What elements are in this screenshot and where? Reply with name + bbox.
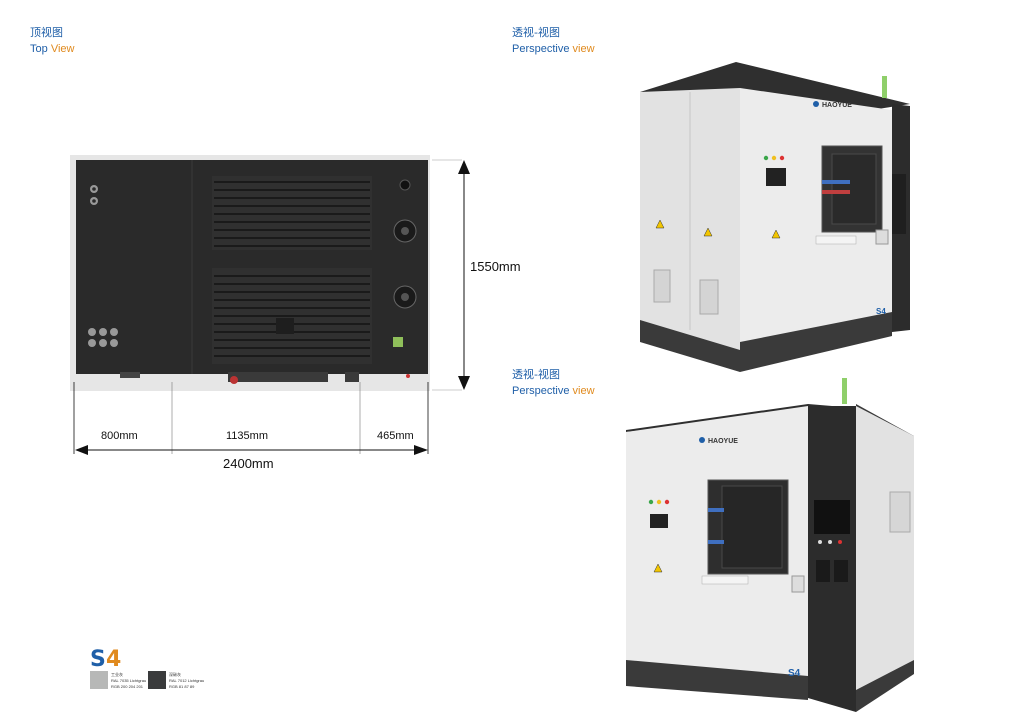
connector-circles [88, 328, 118, 347]
model-logo: S 4 [90, 647, 121, 672]
svg-text:S4: S4 [876, 307, 886, 316]
swatch-dark-label: 深碳灰 RAL 7012 Lichtgrau RGB 81 87 89 [169, 672, 204, 690]
perspective-1-title-cn: 透视-视图 [512, 26, 560, 39]
perspective-2-title-cn: 透视-视图 [512, 368, 560, 381]
dimension-seg1: 800mm [101, 430, 138, 442]
top-view-caption: 顶视图 Top View [30, 26, 74, 56]
swatch-light-rgb: RGB 200 204 201 [111, 684, 144, 689]
perspective-2-title-en-a: Perspective [512, 385, 570, 397]
color-swatch-light [90, 671, 108, 689]
perspective-1-title-en-a: Perspective [512, 43, 570, 55]
swatch-light-ral: RAL 7035 Lichtgrau [111, 678, 147, 683]
perspective-1-title-en-b: view [572, 43, 595, 55]
dimension-total: 2400mm [223, 456, 274, 471]
perspective-2-title-en-b: view [572, 385, 595, 397]
swatch-light-name: 工业灰 [111, 672, 123, 677]
perspective-1-machine: HAOYUE S4 [640, 62, 910, 372]
vent-grid [212, 176, 372, 364]
svg-text:4: 4 [106, 647, 121, 672]
swatch-light-label: 工业灰 RAL 7035 Lichtgrau RGB 200 204 201 [111, 672, 146, 690]
brand-logo-2: HAOYUE [708, 438, 738, 445]
perspective-2-title-en: Perspective view [512, 385, 595, 397]
dimension-lines [73, 159, 470, 455]
top-view-title-cn: 顶视图 [30, 26, 63, 39]
brand-logo-1: HAOYUE [822, 102, 852, 109]
perspective-2-caption: 透视-视图 Perspective view [512, 368, 595, 398]
perspective-2-machine: HAOYUE S4 [626, 378, 914, 712]
dimension-seg2: 1135mm [226, 430, 268, 442]
svg-text:S: S [90, 647, 106, 672]
svg-text:S4: S4 [788, 668, 801, 679]
swatch-dark-name: 深碳灰 [169, 672, 181, 677]
dimension-seg3: 465mm [377, 430, 414, 442]
top-view-title-en: Top View [30, 43, 74, 55]
dimension-height: 1550mm [470, 259, 521, 274]
top-view-title-en-b: View [50, 43, 75, 55]
top-view-title-en-a: Top [30, 43, 48, 55]
swatch-dark-rgb: RGB 81 87 89 [169, 684, 195, 689]
color-swatch-dark [148, 671, 166, 689]
perspective-1-title-en: Perspective view [512, 43, 595, 55]
perspective-1-caption: 透视-视图 Perspective view [512, 26, 595, 56]
top-view-drawing [70, 155, 430, 391]
swatch-dark-ral: RAL 7012 Lichtgrau [169, 678, 205, 683]
